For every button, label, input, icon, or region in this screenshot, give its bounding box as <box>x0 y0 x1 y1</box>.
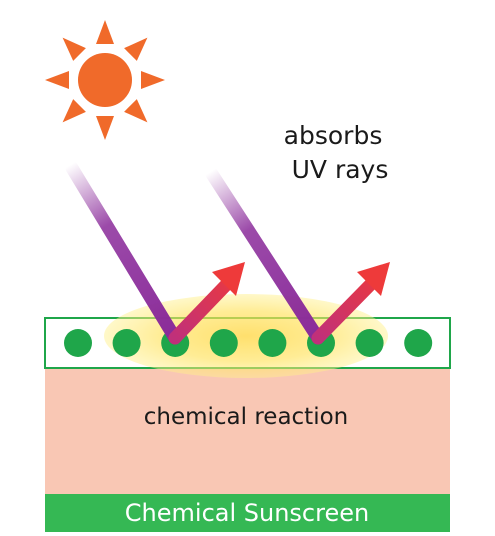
banner-background <box>45 494 450 532</box>
sunscreen-molecule-icon <box>112 329 141 357</box>
sun-ray-icon <box>124 99 148 123</box>
sun-core-icon <box>78 53 132 107</box>
sun-icon <box>45 20 165 140</box>
sunscreen-molecule-icon <box>64 329 92 357</box>
absorbs-label-line2: UV rays <box>292 155 389 184</box>
sun-ray-icon <box>62 37 86 61</box>
sun-ray-icon <box>45 71 69 89</box>
absorbs-label-line1: absorbs <box>284 121 383 150</box>
sun-ray-icon <box>124 37 148 61</box>
reaction-label: chemical reaction <box>144 404 349 430</box>
sun-ray-icon <box>62 99 86 123</box>
sun-ray-icon <box>96 116 114 140</box>
sunscreen-molecule-icon <box>355 329 384 357</box>
sunscreen-molecule-icon <box>258 329 287 357</box>
sun-ray-icon <box>96 20 114 44</box>
skin-layer <box>45 368 450 516</box>
converted-heat-arrow-icon <box>311 262 390 345</box>
sun-ray-icon <box>141 71 165 89</box>
sunscreen-molecule-icon <box>209 329 238 357</box>
reaction-glow <box>104 294 388 378</box>
uv-ray-arrow-icon <box>205 167 325 345</box>
sunscreen-molecule-icon <box>404 329 433 357</box>
converted-heat-arrow-icon <box>168 262 245 345</box>
banner-title: Chemical Sunscreen <box>125 499 369 527</box>
uv-ray-arrow-icon <box>65 161 182 345</box>
